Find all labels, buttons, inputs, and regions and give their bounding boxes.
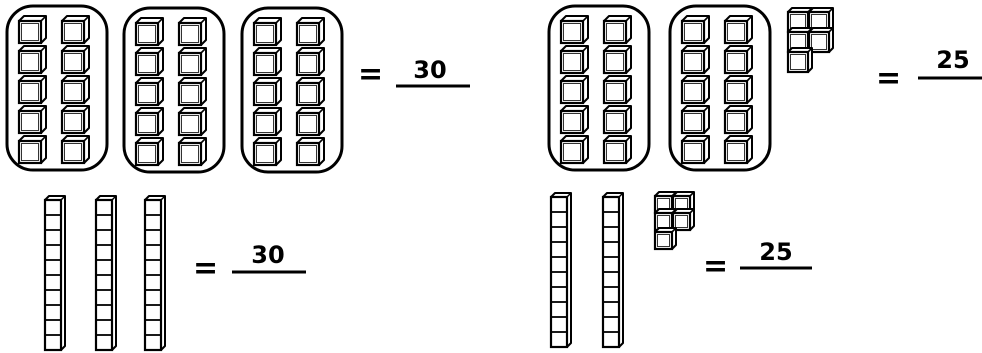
unit-cube [559,135,589,165]
right-loose-cubes [786,7,834,74]
right-ten-group-2 [668,4,772,172]
unit-cube [602,105,632,135]
unit-cube [559,15,589,45]
unit-cube [295,47,325,77]
unit-cube [653,227,677,251]
unit-cube [60,15,90,45]
unit-cube [295,137,325,167]
right-rod-loose-cubes [653,191,695,251]
left-ten-group-2 [122,6,226,174]
unit-cube [177,77,207,107]
unit-cube [134,47,164,77]
unit-cube [177,17,207,47]
unit-cube [602,15,632,45]
unit-cube [17,15,47,45]
unit-cube [252,77,282,107]
unit-cube [602,135,632,165]
unit-cube [786,47,813,74]
left-rod-3 [143,195,166,352]
left-ten-group-1 [5,4,109,172]
unit-cube [252,137,282,167]
unit-cube [134,17,164,47]
unit-cube [60,75,90,105]
right-rods-answer: 25 [759,238,792,266]
unit-cube [60,135,90,165]
unit-cube [295,77,325,107]
unit-cube [671,208,695,232]
unit-cube [134,137,164,167]
unit-cube [134,77,164,107]
right-rod-2 [601,192,624,349]
left-rods [43,195,166,352]
left-rod-2 [94,195,117,352]
unit-cube [602,45,632,75]
unit-cube [252,107,282,137]
unit-cube [723,45,753,75]
unit-cube [559,45,589,75]
unit-cube [17,105,47,135]
unit-cube [252,47,282,77]
unit-cube [17,135,47,165]
right-grouped-answer: 25 [936,46,969,74]
left-rods-equals-sign: = [193,251,218,286]
right-ten-group-1 [547,4,651,172]
unit-cube [60,45,90,75]
right-grouped-equals-sign: = [876,61,901,96]
unit-cube [134,107,164,137]
unit-cube [295,17,325,47]
unit-cube [177,107,207,137]
unit-cube [17,75,47,105]
unit-cube [723,15,753,45]
unit-cube [807,27,834,54]
left-rod-1 [43,195,66,352]
unit-cube [17,45,47,75]
unit-cube [723,75,753,105]
right-rods-equals-sign: = [703,249,728,284]
left-grouped-cubes [5,4,344,174]
right-rod-1 [549,192,572,349]
unit-cube [177,47,207,77]
unit-cube [602,75,632,105]
right-grouped-cubes [547,4,834,172]
unit-cube [680,105,710,135]
unit-cube [680,15,710,45]
unit-cube [680,135,710,165]
unit-cube [60,105,90,135]
unit-cube [680,45,710,75]
right-rods [549,191,695,349]
unit-cube [295,107,325,137]
left-ten-group-3 [240,6,344,174]
left-grouped-answer: 30 [413,56,446,84]
unit-cube [177,137,207,167]
unit-cube [252,17,282,47]
left-grouped-equals-sign: = [358,57,383,92]
unit-cube [559,105,589,135]
left-rods-answer: 30 [251,241,284,269]
unit-cube [680,75,710,105]
unit-cube [723,105,753,135]
unit-cube [723,135,753,165]
unit-cube [559,75,589,105]
